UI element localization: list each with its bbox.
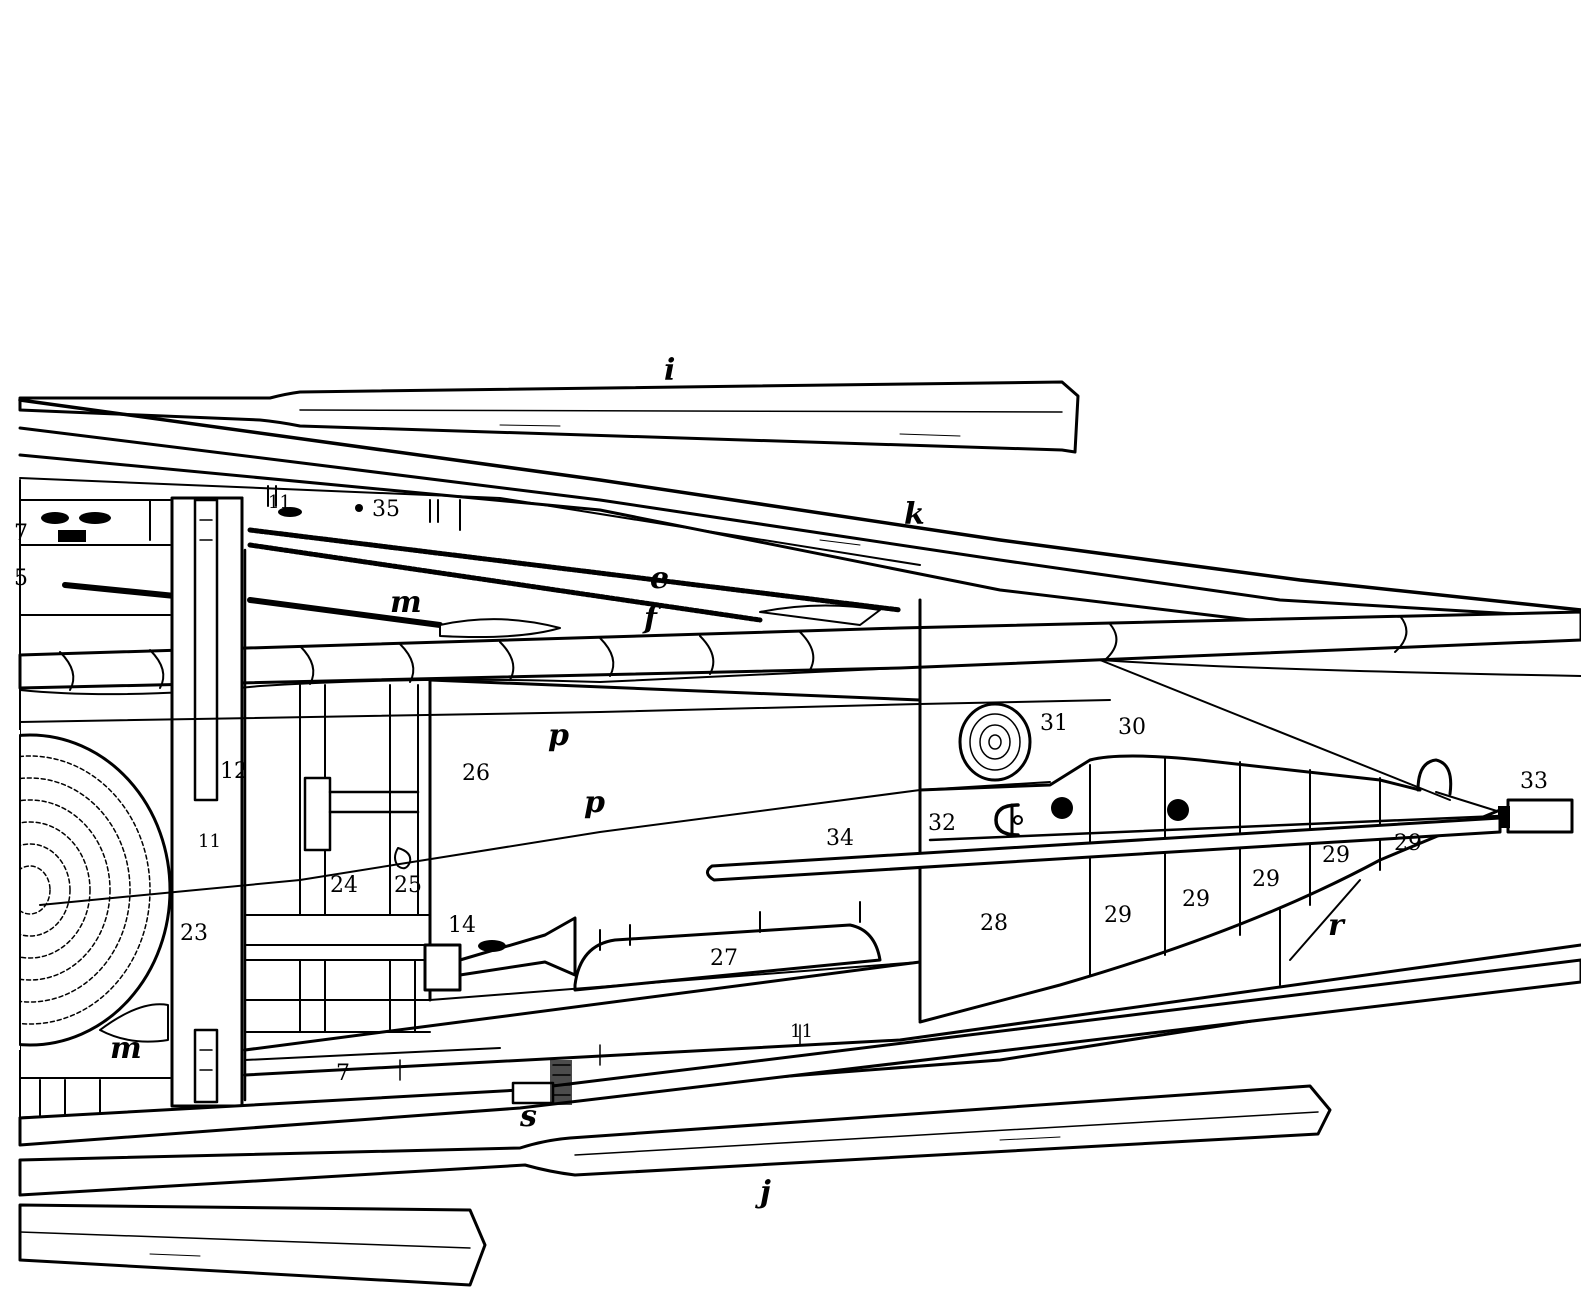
top-left-fittings: [41, 485, 461, 542]
label-33: 33: [1520, 769, 1548, 794]
rope-coil-31: [958, 702, 1032, 782]
label-34: 34: [826, 826, 854, 851]
label-p-lower: p: [584, 785, 605, 820]
label-29-d: 29: [1322, 843, 1350, 868]
coiled-rope: [0, 730, 172, 1050]
mast-post-12: [170, 496, 244, 1108]
item-27-bench: [429, 901, 921, 1001]
oar-bottom: [18, 1203, 487, 1287]
label-24: 24: [330, 873, 358, 898]
label-12: 12: [220, 759, 248, 784]
item-14-cleat: [423, 916, 577, 992]
label-30: 30: [1118, 715, 1146, 740]
label-29-a: 29: [1104, 903, 1132, 928]
furled-sail-spar: [18, 610, 1581, 696]
shackle-32: [994, 803, 1023, 837]
label-11-bottom: 11: [790, 1021, 813, 1042]
label-k: k: [904, 497, 925, 532]
label-32: 32: [928, 811, 956, 836]
label-23: 23: [180, 921, 208, 946]
label-e: e: [650, 561, 669, 596]
label-29-c: 29: [1252, 867, 1280, 892]
boathook-34: [706, 816, 1502, 882]
oarlock-s: [511, 1060, 572, 1105]
label-29-b: 29: [1182, 887, 1210, 912]
rods-e-f: [62, 527, 903, 638]
label-25: 25: [394, 873, 422, 898]
label-35: 35: [372, 497, 400, 522]
bow-hole-left: [1051, 797, 1073, 819]
label-m-top: m: [390, 585, 422, 620]
diagram-labels: i k j e f m m p p r s 11 11 11 35 12 23 …: [14, 353, 1548, 1210]
label-r: r: [1328, 908, 1346, 943]
label-7-edge: 7: [14, 521, 28, 546]
label-31: 31: [1040, 711, 1068, 736]
label-29-e: 29: [1394, 831, 1422, 856]
oar-j: [18, 1084, 1332, 1197]
label-28: 28: [980, 911, 1008, 936]
label-27: 27: [710, 946, 738, 971]
label-m-bottom: m: [110, 1031, 142, 1066]
label-11-left: 11: [198, 831, 221, 852]
label-7: 7: [336, 1061, 350, 1086]
label-26: 26: [462, 761, 490, 786]
label-5-edge: 5: [14, 566, 28, 591]
spar-wrap-lines: [59, 615, 1408, 691]
label-14: 14: [448, 913, 476, 938]
bow-hole-right: [1167, 799, 1189, 821]
label-s: s: [519, 1099, 537, 1134]
oar-i: [18, 380, 1080, 454]
label-11-top: 11: [268, 492, 291, 513]
label-i: i: [664, 353, 675, 388]
bottom-planks: [18, 943, 1581, 1147]
label-p-upper: p: [548, 718, 569, 753]
label-j: j: [755, 1175, 771, 1210]
